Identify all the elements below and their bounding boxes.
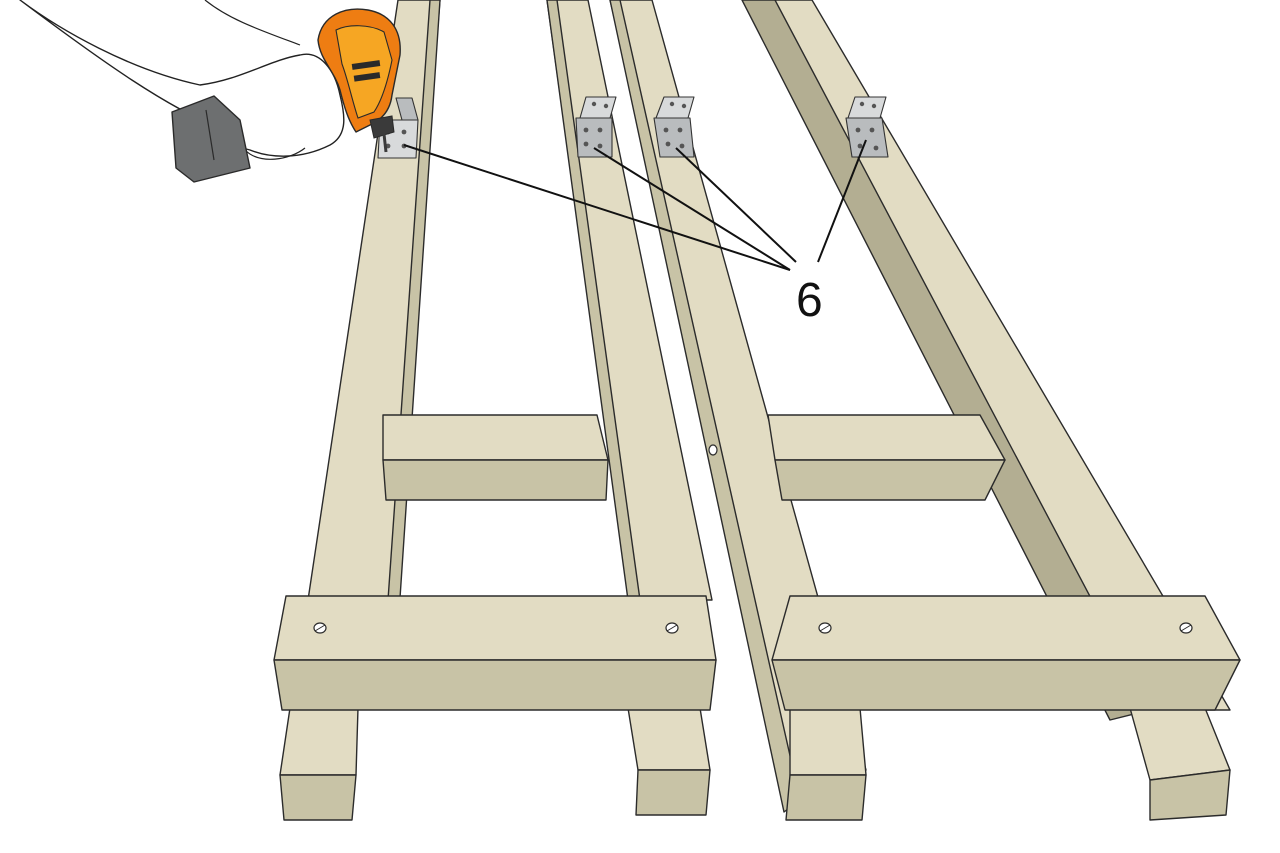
left-front-crossbar-top xyxy=(273,595,717,661)
left-front-crossbar-front xyxy=(273,659,717,711)
right-mid-crossbar-top xyxy=(767,414,1006,461)
screw-icon xyxy=(708,444,718,456)
power-drill-icon xyxy=(171,8,401,183)
right-leg-2-top xyxy=(1129,707,1231,781)
screw-icon xyxy=(818,622,832,634)
right-rail-outer xyxy=(774,0,1231,711)
angle-bracket-icon xyxy=(653,96,695,158)
right-mid-crossbar-front xyxy=(774,459,1006,501)
left-leg-1-front xyxy=(279,774,357,821)
angle-bracket-icon xyxy=(575,96,617,158)
screw-icon xyxy=(1179,622,1193,634)
left-leg-2-top xyxy=(627,707,711,771)
left-leg-1-top xyxy=(279,707,359,776)
right-leg-1-front xyxy=(785,774,867,821)
right-leg-2-front xyxy=(1149,769,1231,821)
right-front-crossbar-top xyxy=(771,595,1241,661)
right-leg-1-top xyxy=(789,707,867,776)
right-frame xyxy=(609,0,1241,821)
right-front-crossbar-front xyxy=(771,659,1241,711)
angle-bracket-icon xyxy=(845,96,889,158)
left-frame xyxy=(273,0,717,821)
left-leg-2-front xyxy=(635,769,711,816)
screw-icon xyxy=(665,622,679,634)
left-mid-crossbar-top xyxy=(382,414,609,461)
left-mid-crossbar-front xyxy=(382,459,609,501)
callout-label: 6 xyxy=(796,274,823,327)
screw-icon xyxy=(313,622,327,634)
callout-leaders xyxy=(403,139,867,271)
